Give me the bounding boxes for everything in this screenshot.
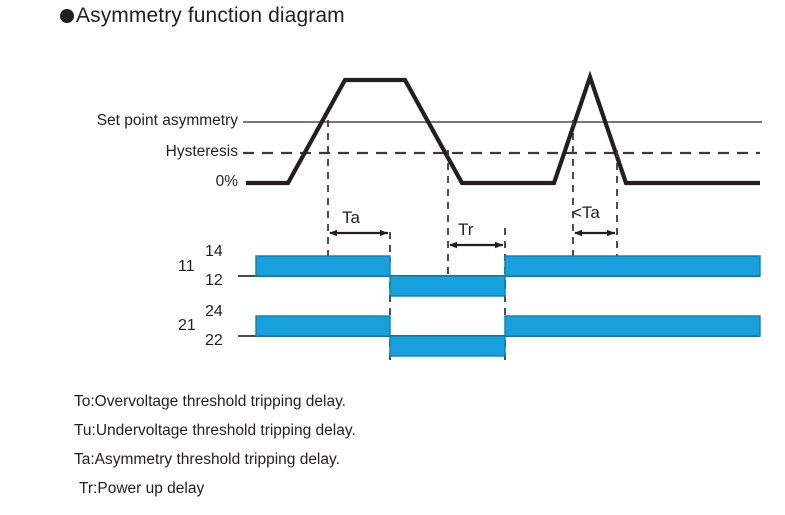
page-title-text: Asymmetry function diagram	[76, 4, 345, 27]
relay-2-common-terminal-label: 21	[178, 317, 196, 334]
relay-1-closed-segment-b	[504, 255, 761, 277]
relay-2-nc-terminal-label: 22	[205, 332, 223, 349]
legend-line-tr: Tr:Power up delay	[79, 480, 205, 497]
axis-label-zero-percent: 0%	[215, 173, 238, 190]
relay-1-open-segment	[389, 275, 506, 297]
legend-line-to: To:Overvoltage threshold tripping delay.	[74, 393, 346, 410]
legend-line-ta: Ta:Asymmetry threshold tripping delay.	[74, 451, 340, 468]
timing-label-tr: Tr	[458, 220, 474, 239]
axis-label-set-point-asymmetry: Set point asymmetry	[96, 112, 238, 129]
legend-line-tu: Tu:Undervoltage threshold tripping delay…	[74, 422, 356, 439]
relay-2-no-terminal-label: 24	[205, 303, 223, 320]
relay-1-nc-terminal-label: 12	[205, 272, 223, 289]
relay-1-no-terminal-label: 14	[205, 243, 223, 260]
page-title: Asymmetry function diagram	[60, 4, 345, 28]
asymmetry-signal-waveform	[246, 70, 760, 186]
axis-label-hysteresis: Hysteresis	[165, 143, 238, 160]
filled-circle-bullet-icon	[60, 9, 74, 23]
relay-2-closed-segment-a	[255, 315, 391, 337]
relay-2-open-segment	[389, 335, 506, 357]
relay-1-closed-segment-a	[255, 255, 391, 277]
relay-1-common-terminal-label: 11	[178, 258, 195, 275]
timing-label-ta: Ta	[342, 208, 360, 227]
relay-2-closed-segment-b	[504, 315, 761, 337]
legend-block: To:Overvoltage threshold tripping delay.…	[74, 387, 574, 503]
timing-label-less-ta: <Ta	[572, 203, 600, 222]
